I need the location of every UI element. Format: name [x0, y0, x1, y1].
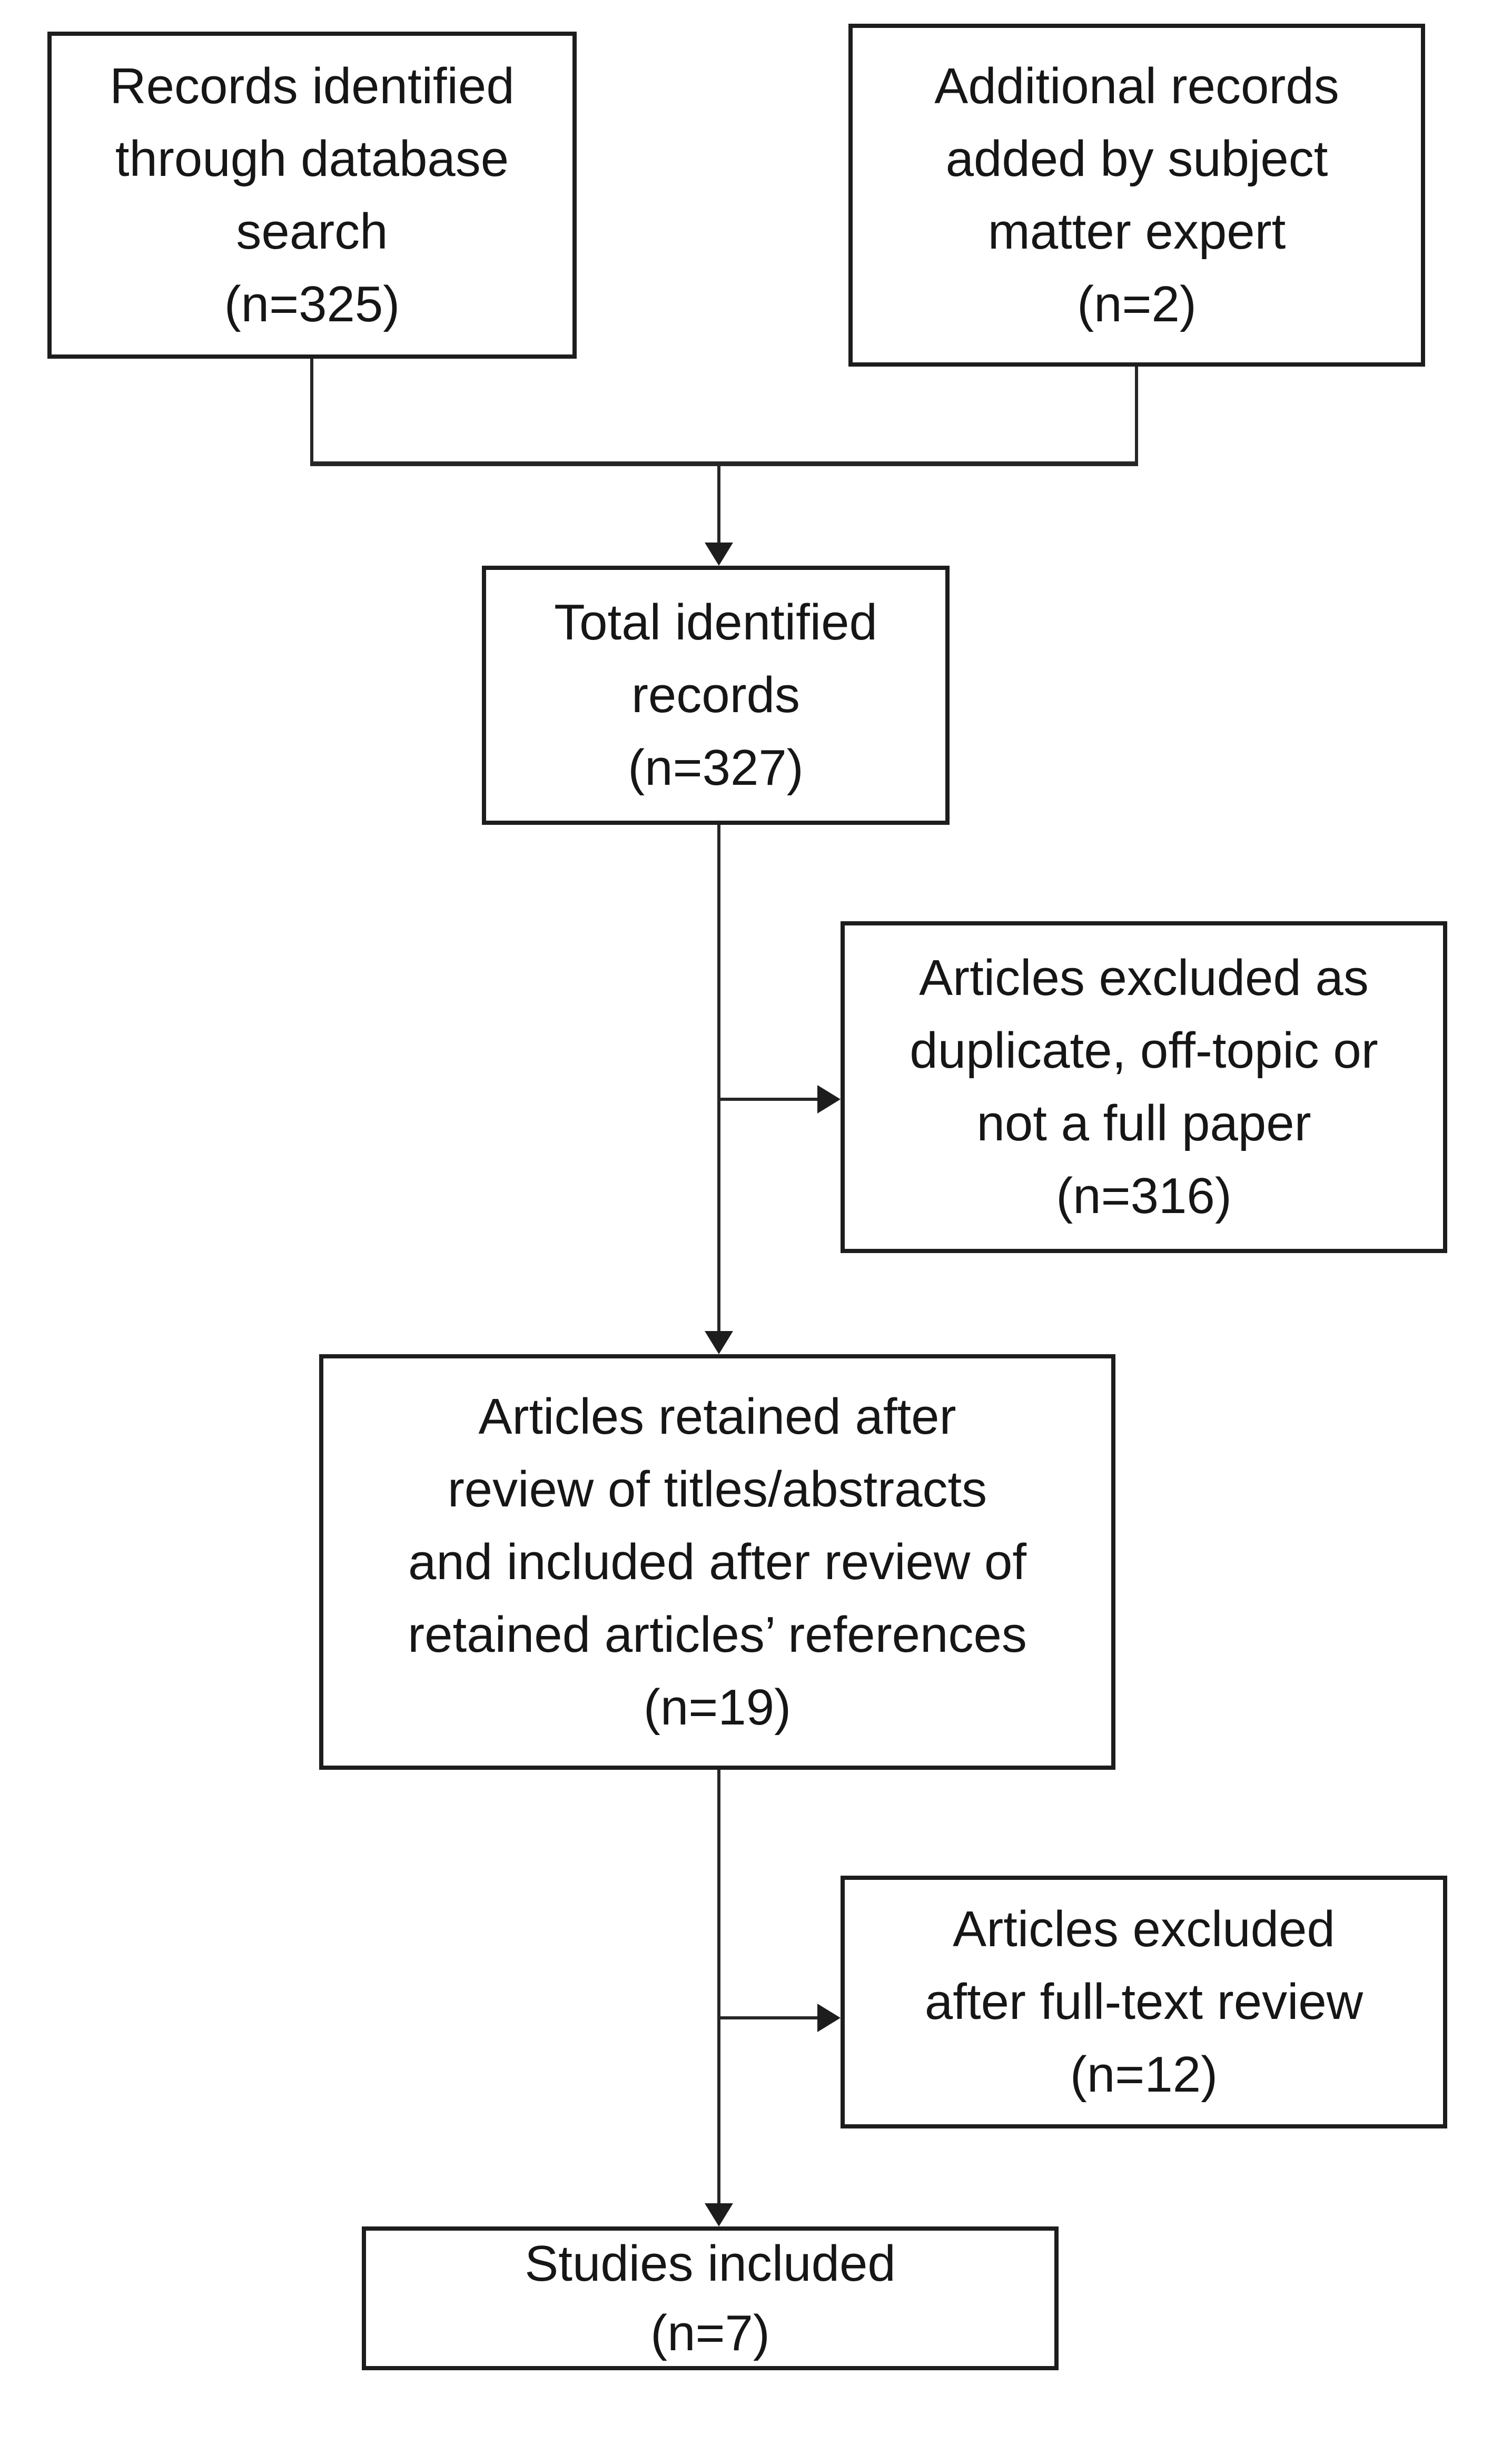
box-total-identified-records: Total identified records (n=327)	[482, 566, 950, 825]
arrowhead-into-retained-icon	[705, 1331, 733, 1354]
connector-branch-excluded-fulltext	[719, 2016, 820, 2019]
connector-merge-horizontal	[310, 461, 1138, 466]
box-excluded-fulltext: Articles excluded after full-text review…	[841, 1876, 1447, 2128]
box-studies-included-label: Studies included (n=7)	[525, 2235, 896, 2361]
arrowhead-into-excluded-fulltext-icon	[817, 2004, 841, 2032]
arrowhead-into-excluded-screening-icon	[817, 1085, 841, 1113]
box-records-database-search-label: Records identified through database sear…	[110, 57, 515, 332]
connector-retained-to-included	[717, 1770, 720, 2206]
box-excluded-screening-label: Articles excluded as duplicate, off-topi…	[910, 950, 1378, 1224]
box-excluded-fulltext-label: Articles excluded after full-text review…	[924, 1901, 1363, 2103]
box-retained-after-review: Articles retained after review of titles…	[319, 1354, 1115, 1770]
box-excluded-screening: Articles excluded as duplicate, off-topi…	[841, 921, 1447, 1253]
box-records-subject-matter-expert: Additional records added by subject matt…	[848, 24, 1425, 367]
connector-database-box-down	[310, 359, 313, 463]
box-studies-included: Studies included (n=7)	[362, 2226, 1059, 2370]
connector-expert-box-down	[1135, 367, 1138, 463]
box-retained-after-review-label: Articles retained after review of titles…	[408, 1388, 1027, 1736]
arrowhead-into-included-icon	[705, 2203, 733, 2226]
box-total-identified-records-label: Total identified records (n=327)	[554, 594, 877, 796]
arrowhead-into-total-icon	[705, 543, 733, 566]
box-records-subject-matter-expert-label: Additional records added by subject matt…	[934, 57, 1339, 332]
box-records-database-search: Records identified through database sear…	[47, 32, 577, 359]
connector-total-to-retained	[717, 825, 720, 1334]
connector-merge-to-total	[717, 466, 720, 545]
connector-branch-excluded-screening	[719, 1098, 820, 1101]
